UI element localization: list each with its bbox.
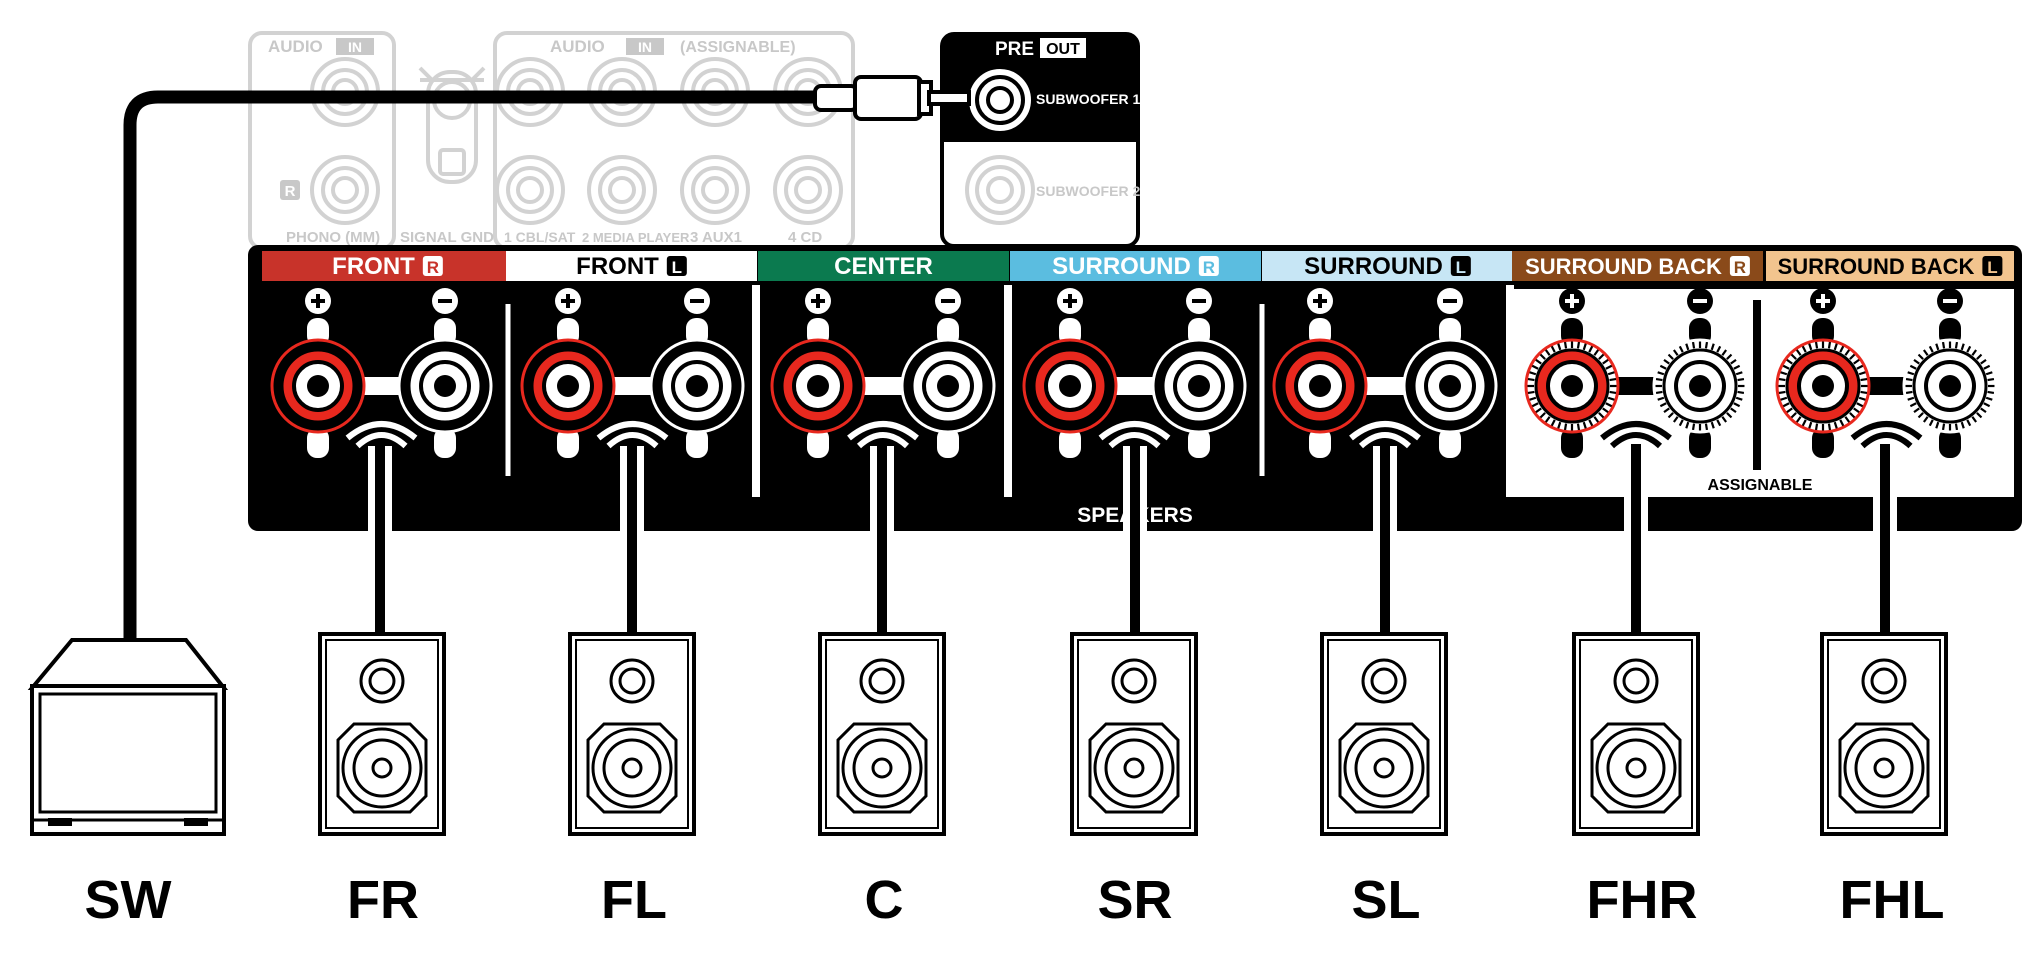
plus-symbol xyxy=(805,288,831,314)
subwoofer-unit xyxy=(27,638,229,836)
plus-symbol xyxy=(555,288,581,314)
speaker-label-fhr: FHR xyxy=(1587,870,1698,930)
channel-header-front-r: FRONT R xyxy=(262,251,513,281)
speaker-terminal-panel: ASSIGNABLE SPEAKERS FRONTRFRONTLCENTERSU… xyxy=(248,245,2022,531)
minus-symbol xyxy=(432,288,458,314)
channel-label: SURROUND xyxy=(1304,253,1443,280)
speaker-label-c: C xyxy=(865,870,904,930)
minus-symbol xyxy=(684,288,710,314)
speaker-label-sw: SW xyxy=(85,870,172,930)
speaker-units xyxy=(318,632,1948,836)
channel-label: FRONT xyxy=(332,253,415,280)
channel-header-surround-back-r: SURROUND BACK R xyxy=(1512,251,1763,281)
speaker-cabinet-sr xyxy=(1070,632,1198,836)
speaker-terminals xyxy=(270,285,1998,497)
input-3-label: 3 AUX1 xyxy=(690,229,742,246)
channel-label: SURROUND xyxy=(1052,253,1191,280)
channel-header-center: CENTER xyxy=(758,251,1009,281)
out-tag: OUT xyxy=(1046,41,1080,58)
plus-symbol xyxy=(1810,288,1836,314)
audio-in-right-in-tag: IN xyxy=(638,39,652,55)
minus-symbol xyxy=(935,288,961,314)
speaker-cabinet-fhl xyxy=(1820,632,1948,836)
plus-symbol xyxy=(1559,288,1585,314)
subwoofer1-jack[interactable] xyxy=(965,65,1035,135)
channel-label: SURROUND BACK xyxy=(1778,254,1975,279)
channel-header-front-l: FRONT L xyxy=(506,251,757,281)
channel-tag: L xyxy=(1456,258,1466,277)
input-2-label: 2 MEDIA PLAYER xyxy=(582,230,690,245)
terminal-pair-center[interactable] xyxy=(770,288,996,458)
audio-in-left-label: AUDIO xyxy=(268,37,323,56)
signal-gnd-label: SIGNAL GND xyxy=(400,229,494,246)
speaker-label-fhl: FHL xyxy=(1840,870,1945,930)
speaker-label-fr: FR xyxy=(347,870,419,930)
pre-label: PRE xyxy=(995,39,1034,60)
terminal-pair-surround-back-l[interactable] xyxy=(1775,288,1998,458)
plus-symbol xyxy=(1307,288,1333,314)
channel-header-surround-r: SURROUND R xyxy=(1010,251,1261,281)
assignable-label: ASSIGNABLE xyxy=(1708,477,1813,494)
channel-tag: R xyxy=(1203,258,1215,277)
faded-input-panel xyxy=(248,31,855,250)
audio-in-left-in-tag: IN xyxy=(348,39,362,55)
pre-out-panel: PRE OUT SUBWOOFER 1 SUBWOOFER 2 xyxy=(940,32,1140,248)
channel-tag: L xyxy=(1987,258,1997,277)
terminal-pair-surround-l[interactable] xyxy=(1272,288,1498,458)
channel-header-surround-back-l: SURROUND BACK L xyxy=(1766,251,2014,281)
subwoofer2-jack xyxy=(965,155,1035,225)
channel-header-surround-l: SURROUND L xyxy=(1262,251,1513,281)
terminal-pair-front-l[interactable] xyxy=(520,288,745,458)
channel-tag: L xyxy=(672,258,682,277)
plus-symbol xyxy=(1057,288,1083,314)
channel-label: SURROUND BACK xyxy=(1525,254,1722,279)
terminal-pair-front-r[interactable] xyxy=(270,288,493,458)
speaker-cabinet-c xyxy=(818,632,946,836)
channel-tag: R xyxy=(427,258,439,277)
input-4-label: 4 CD xyxy=(788,229,822,246)
minus-symbol xyxy=(1437,288,1463,314)
phono-label: PHONO (MM) xyxy=(286,229,380,246)
subwoofer2-label: SUBWOOFER 2 xyxy=(1036,183,1140,199)
speaker-cabinet-fl xyxy=(568,632,696,836)
terminal-pair-surround-back-r[interactable] xyxy=(1524,288,1748,458)
faded-input-labels: AUDIO IN AUDIO IN (ASSIGNABLE) R PHONO (… xyxy=(268,37,822,246)
subwoofer1-label: SUBWOOFER 1 xyxy=(1036,91,1140,107)
speaker-label-sr: SR xyxy=(1097,870,1172,930)
channel-tag: R xyxy=(1734,258,1746,277)
speaker-label-fl: FL xyxy=(601,870,667,930)
terminal-pair-surround-r[interactable] xyxy=(1022,288,1247,458)
r-channel-mark: R xyxy=(285,183,296,200)
audio-in-right-label: AUDIO xyxy=(550,37,605,56)
speaker-label-sl: SL xyxy=(1351,870,1420,930)
speaker-cabinet-sl xyxy=(1320,632,1448,836)
input-1-label: 1 CBL/SAT xyxy=(504,229,576,245)
speaker-labels: SW FR FL C SR SL FHR FHL xyxy=(85,870,1945,930)
rca-plug xyxy=(813,75,971,121)
minus-symbol xyxy=(1186,288,1212,314)
channel-label: FRONT xyxy=(576,253,659,280)
speaker-cabinet-fhr xyxy=(1572,632,1700,836)
speaker-wires xyxy=(368,444,1897,636)
assignable-input-label: (ASSIGNABLE) xyxy=(680,39,796,56)
subwoofer-cable xyxy=(123,90,820,640)
minus-symbol xyxy=(1687,288,1713,314)
speaker-cabinet-fr xyxy=(318,632,446,836)
minus-symbol xyxy=(1937,288,1963,314)
channel-label: CENTER xyxy=(834,253,933,280)
plus-symbol xyxy=(305,288,331,314)
